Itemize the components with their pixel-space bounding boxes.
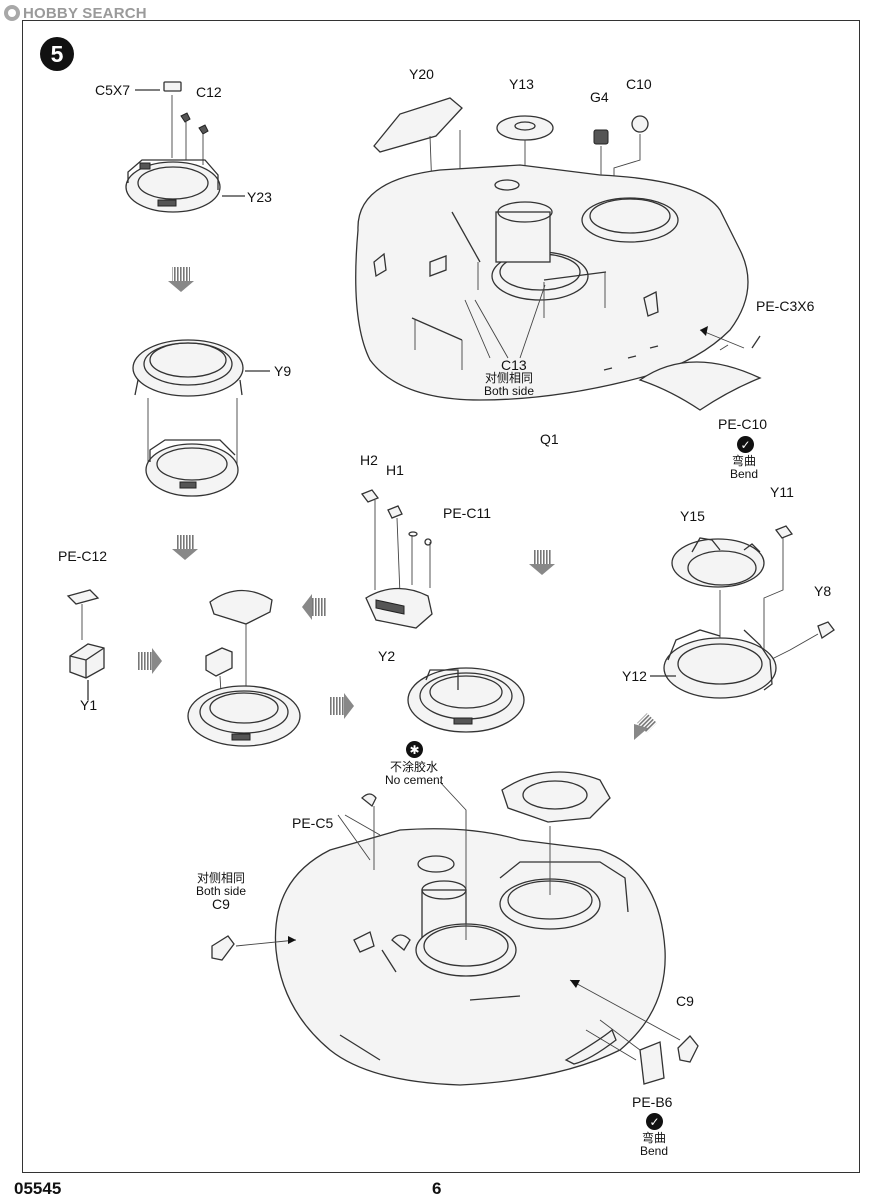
label-y13: Y13: [509, 76, 534, 92]
note-c9-both-side: 对侧相同 Both side: [196, 872, 246, 898]
striped-arrow-down-3: [529, 550, 555, 575]
step-number-badge: 5: [40, 37, 74, 71]
label-pe-c5: PE-C5: [292, 815, 334, 831]
note-c13-both-side: 对侧相同 Both side: [484, 372, 534, 398]
label-y2: Y2: [378, 648, 396, 664]
note-c9-both-en: Both side: [196, 884, 247, 898]
striped-arrow-down-2: [172, 535, 198, 560]
note-pe-b6-bend-en: Bend: [640, 1144, 669, 1158]
part-middle-ring-assembly: [187, 589, 301, 747]
label-pe-c12: PE-C12: [58, 548, 108, 564]
label-c10: C10: [626, 76, 652, 92]
page-number: 6: [432, 1179, 442, 1198]
label-c12: C12: [196, 84, 222, 100]
part-y23-assembly: [125, 81, 245, 213]
striped-arrow-diagonal: [634, 713, 657, 740]
note-pe-c10-bend: 弯曲 Bend: [730, 455, 758, 481]
page-frame: [22, 20, 860, 1173]
note-pe-b6-bend: 弯曲 Bend: [640, 1132, 668, 1158]
part-y1-assembly: [66, 589, 105, 700]
part-ring-final: [407, 667, 525, 733]
note-pe-b6-bend-cn: 弯曲: [642, 1131, 667, 1145]
watermark-text: HOBBY SEARCH: [23, 4, 147, 22]
part-lower-hull: [211, 771, 699, 1086]
striped-arrow-right-2: [330, 693, 354, 719]
label-y23: Y23: [247, 189, 272, 205]
striped-arrow-left-1: [302, 594, 326, 620]
label-pe-c11: PE-C11: [443, 505, 491, 521]
label-c9-right: C9: [676, 993, 694, 1009]
label-c13: C13: [501, 357, 527, 373]
note-pe-c10-bend-en: Bend: [730, 467, 759, 481]
note-no-cement-en: No cement: [385, 773, 444, 787]
hobbysearch-logo-icon: [4, 5, 20, 21]
note-no-cement: 不涂胶水 No cement: [385, 761, 443, 787]
note-c13-both-cn: 对侧相同: [485, 371, 534, 385]
label-y20: Y20: [409, 66, 434, 82]
kit-code: 05545: [14, 1179, 62, 1198]
part-q1-hull: [355, 97, 762, 411]
label-y9: Y9: [274, 363, 292, 379]
label-y8: Y8: [814, 583, 832, 599]
note-c13-both-en: Both side: [484, 384, 535, 398]
watermark-logo: HOBBY SEARCH: [4, 4, 147, 22]
label-y15: Y15: [680, 508, 705, 524]
no-cement-icon: ✱: [406, 741, 423, 758]
note-pe-c10-bend-cn: 弯曲: [732, 454, 757, 468]
note-no-cement-cn: 不涂胶水: [390, 760, 439, 774]
label-pe-c10: PE-C10: [718, 416, 768, 432]
part-y9-assembly: [132, 339, 270, 497]
label-h2: H2: [360, 452, 378, 468]
label-y1: Y1: [80, 697, 98, 713]
part-y2-assembly: [360, 489, 433, 629]
label-y12: Y12: [622, 668, 647, 684]
label-y11: Y11: [770, 484, 794, 500]
label-pe-c3x6: PE-C3X6: [756, 298, 815, 314]
part-y12-assembly: [650, 525, 835, 699]
note-c9-both-cn: 对侧相同: [197, 871, 246, 885]
bend-icon: ✓: [737, 436, 754, 453]
label-q1: Q1: [540, 431, 559, 447]
striped-arrow-down-1: [168, 267, 194, 292]
label-pe-b6: PE-B6: [632, 1094, 673, 1110]
bend-icon-pe-b6: ✓: [646, 1113, 663, 1130]
label-h1: H1: [386, 462, 404, 478]
label-c9-left: C9: [212, 896, 230, 912]
label-g4: G4: [590, 89, 609, 105]
label-c5x7: C5X7: [95, 82, 131, 98]
striped-arrow-right-1: [138, 648, 162, 674]
